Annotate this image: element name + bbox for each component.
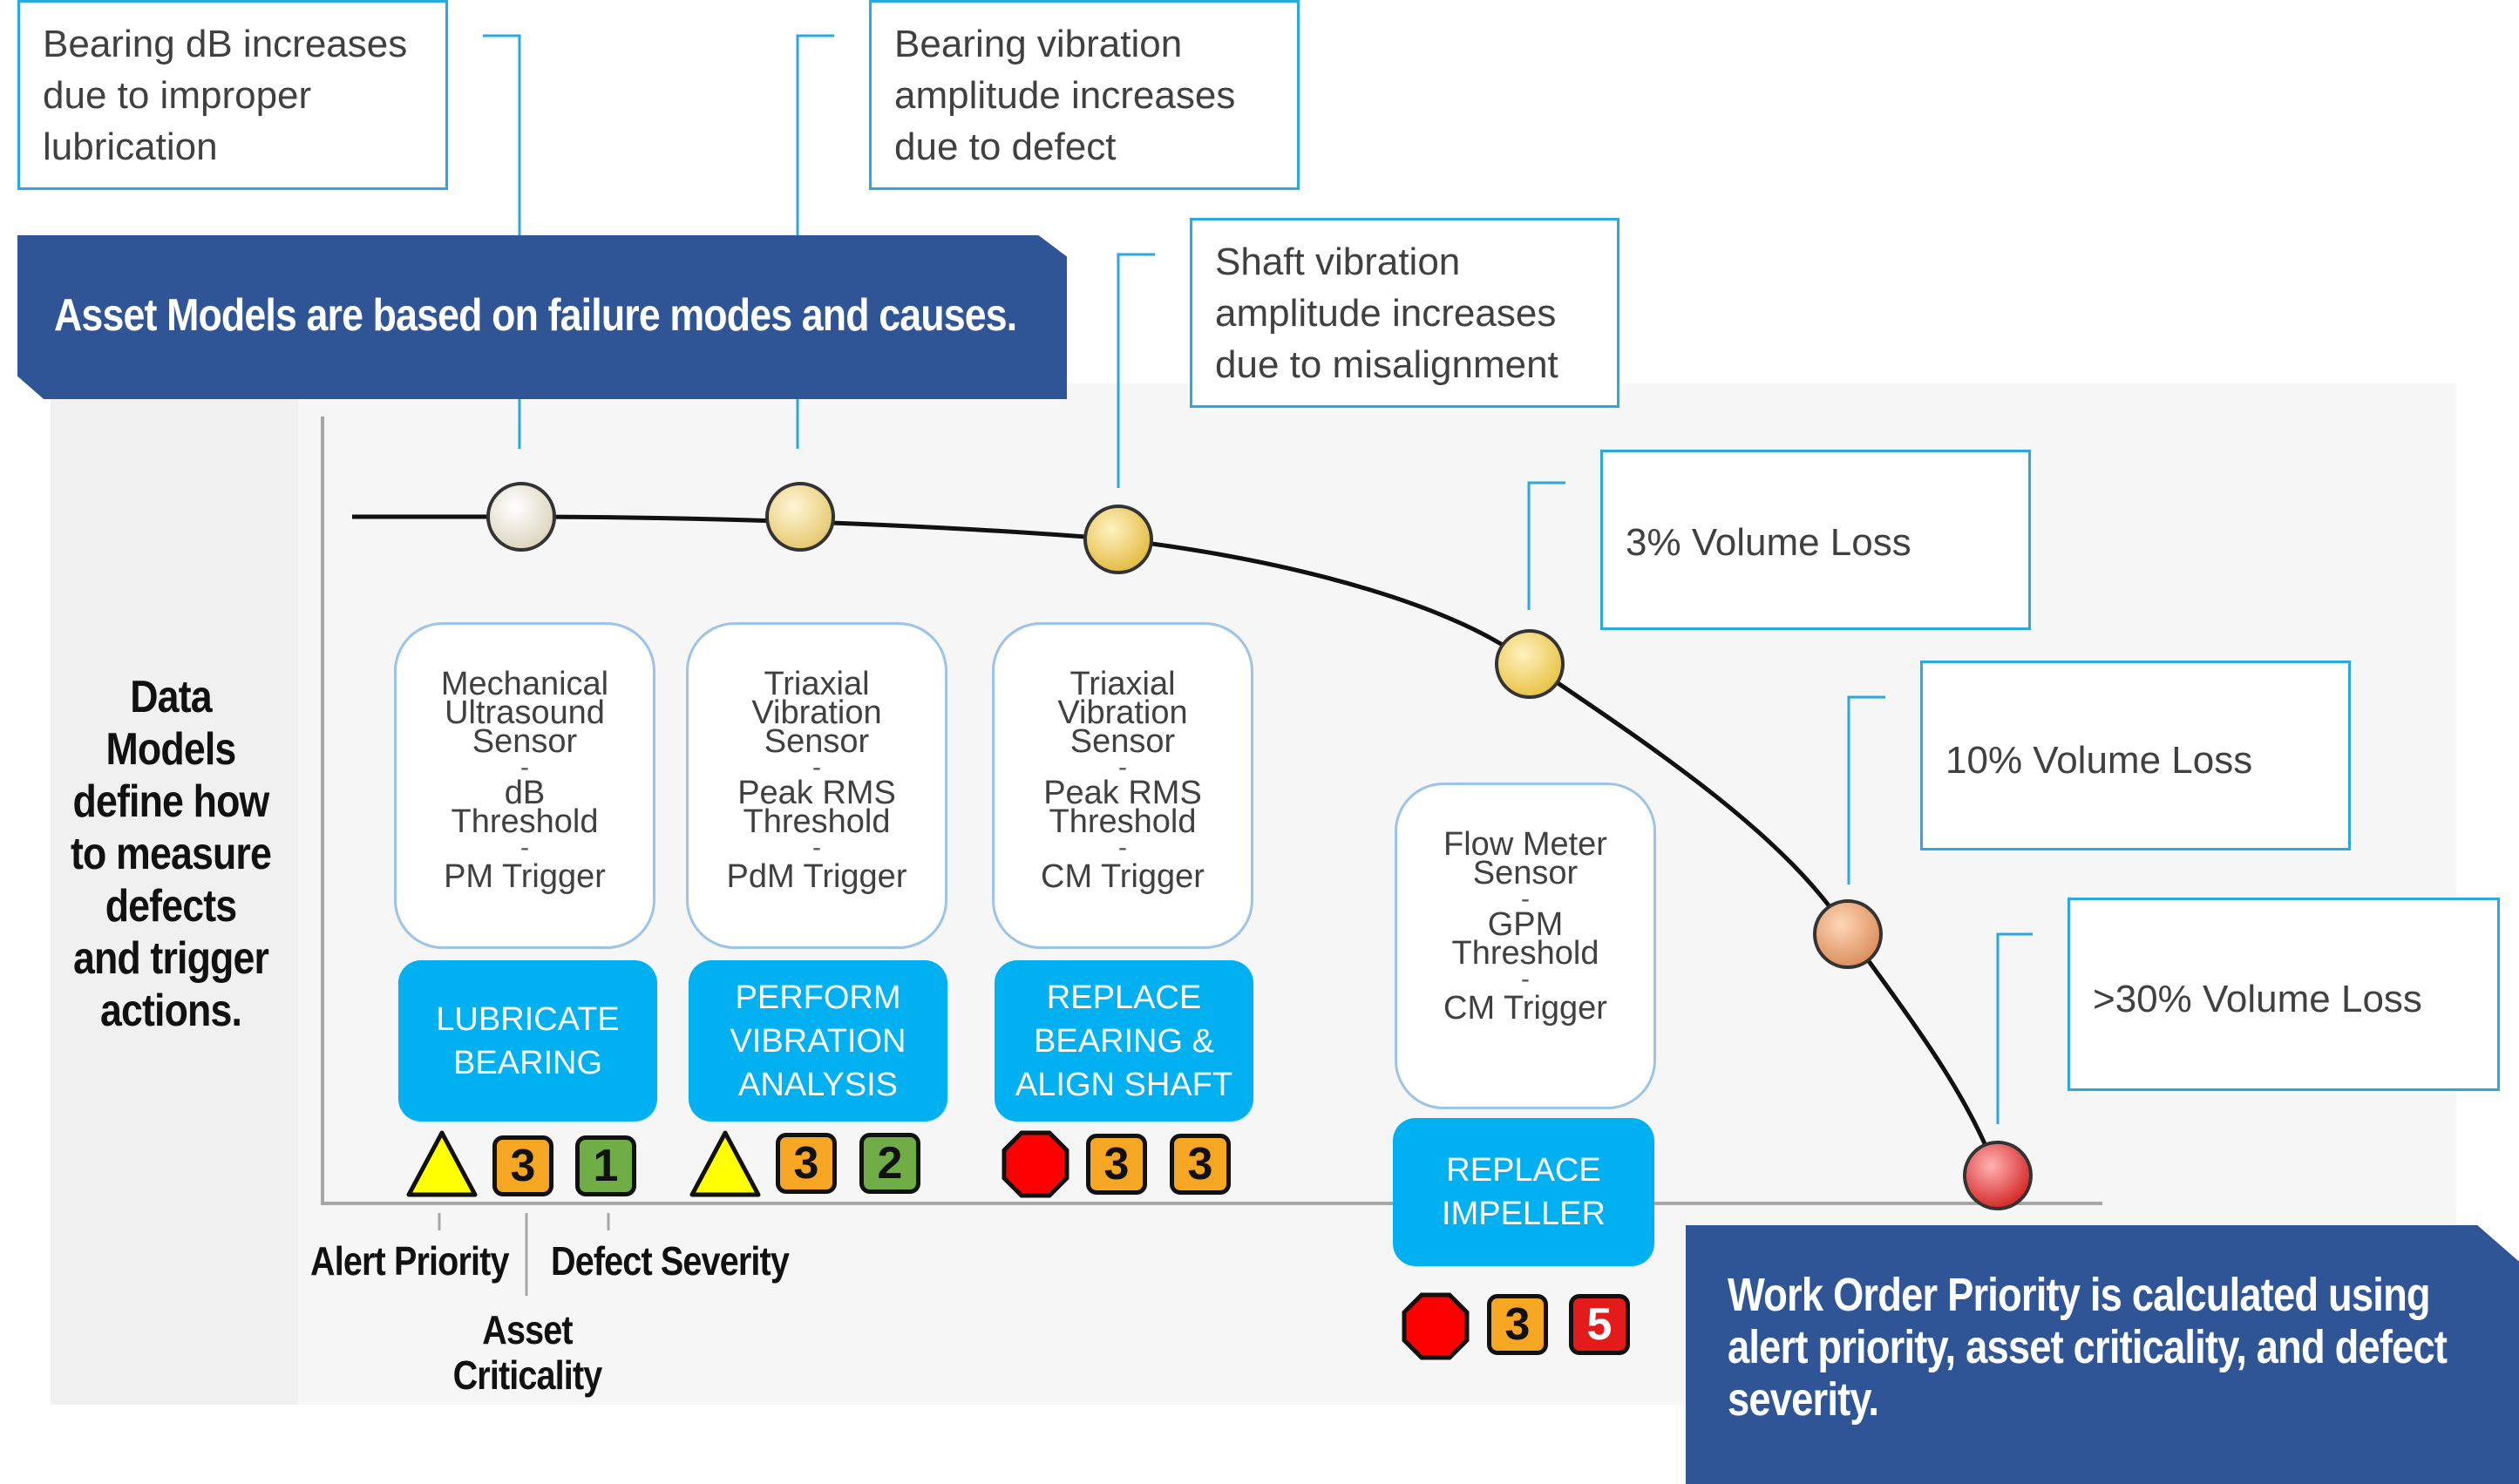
sensor-threshold: Threshold	[1049, 803, 1197, 840]
curve-point-3	[1083, 505, 1153, 574]
callout-10pct-volume-loss: 10% Volume Loss	[1920, 661, 2351, 850]
sensor-dash: -	[1521, 884, 1530, 913]
sensor-name-2: Ultrasound	[445, 695, 605, 731]
sensor-name-1: Triaxial	[1069, 666, 1176, 702]
action-line: BEARING &	[1034, 1022, 1214, 1060]
alert-priority-octagon-icon	[1001, 1130, 1069, 1198]
callout-shaft-vibration: Shaft vibration amplitude increases due …	[1190, 218, 1619, 408]
sensor-box-vibration-2: Triaxial Vibration Sensor - Peak RMS Thr…	[992, 622, 1253, 949]
sensor-threshold: Threshold	[743, 803, 891, 840]
asset-models-banner-text: Asset Models are based on failure modes …	[54, 290, 1017, 341]
sensor-trigger: PM Trigger	[444, 858, 606, 895]
asset-criticality-badge: 3	[1086, 1134, 1147, 1195]
sensor-threshold: Threshold	[1451, 935, 1599, 972]
sensor-name-2: Sensor	[1472, 855, 1579, 891]
legend-connectors	[438, 1213, 610, 1296]
action-lubricate-bearing: LUBRICATE BEARING	[398, 960, 657, 1121]
alert-priority-label-text: Alert Priority	[310, 1238, 509, 1284]
action-perform-vibration-analysis: PERFORM VIBRATION ANALYSIS	[689, 960, 947, 1121]
action-line: PERFORM	[735, 979, 901, 1016]
callout-30pct-volume-loss: >30% Volume Loss	[2067, 898, 2500, 1091]
sensor-measure: GPM	[1487, 906, 1564, 943]
action-line: VIBRATION	[730, 1022, 906, 1060]
sensor-name-3: Sensor	[472, 723, 578, 760]
action-line: ANALYSIS	[737, 1066, 899, 1103]
action-line: IMPELLER	[1442, 1196, 1606, 1232]
connector-6	[1996, 932, 2033, 1124]
action-line: REPLACE	[1046, 979, 1202, 1016]
asset-criticality-label-2: Criticality	[452, 1352, 603, 1398]
sensor-name-1: Flow Meter	[1443, 826, 1607, 863]
sensor-measure: dB	[504, 775, 546, 811]
defect-severity-badge: 5	[1569, 1294, 1630, 1355]
sensor-dash: -	[1118, 833, 1127, 862]
sensor-trigger: CM Trigger	[1443, 990, 1607, 1027]
callout-bearing-db: Bearing dB increases due to improper lub…	[17, 0, 448, 190]
asset-models-banner: Asset Models are based on failure modes …	[17, 235, 1067, 399]
connector-4	[1527, 481, 1565, 610]
curve-point-2	[765, 482, 835, 552]
curve-point-1	[486, 482, 556, 552]
alert-priority-triangle-icon	[689, 1130, 761, 1197]
connector-5	[1847, 695, 1885, 884]
defect-severity-badge: 1	[575, 1135, 636, 1196]
callout-bearing-vibration: Bearing vibration amplitude increases du…	[869, 0, 1300, 190]
sensor-measure: Peak RMS	[1043, 775, 1202, 811]
sensor-trigger: CM Trigger	[1041, 858, 1205, 895]
curve-point-5	[1813, 899, 1883, 969]
alert-priority-label: Alert Priority	[310, 1237, 541, 1284]
action-line: LUBRICATE	[436, 1000, 620, 1038]
connector-3	[1117, 253, 1155, 488]
sensor-trigger: PdM Trigger	[726, 858, 907, 895]
sensor-name-3: Sensor	[1069, 723, 1176, 760]
sensor-dash: -	[812, 753, 821, 782]
work-order-priority-text: Work Order Priority is calculated using …	[1728, 1269, 2448, 1426]
asset-criticality-label: Asset Criticality	[418, 1307, 636, 1398]
sensor-threshold: Threshold	[451, 803, 599, 840]
callout-3pct-volume-loss: 3% Volume Loss	[1600, 450, 2031, 630]
asset-criticality-label-1: Asset	[482, 1307, 573, 1352]
sensor-name-3: Sensor	[764, 723, 870, 760]
data-models-text-inner: Data Models define how to measure defect…	[70, 672, 272, 1036]
sensor-box-flow-meter: Flow Meter Sensor - GPM Threshold - CM T…	[1395, 783, 1656, 1109]
alert-priority-triangle-icon	[406, 1130, 478, 1197]
asset-criticality-badge: 3	[1487, 1294, 1548, 1355]
curve-point-6	[1963, 1141, 2033, 1210]
action-line: REPLACE	[1446, 1152, 1601, 1189]
action-line: BEARING	[452, 1044, 603, 1081]
defect-severity-label-text: Defect Severity	[551, 1238, 790, 1284]
defect-severity-label: Defect Severity	[551, 1237, 827, 1284]
curve-point-4	[1495, 629, 1565, 699]
sensor-dash: -	[1521, 965, 1530, 993]
action-replace-bearing-align-shaft: REPLACE BEARING & ALIGN SHAFT	[995, 960, 1253, 1121]
sensor-dash: -	[520, 833, 529, 862]
data-models-text: Data Models define how to measure defect…	[52, 671, 289, 1037]
sensor-measure: Peak RMS	[737, 775, 896, 811]
sensor-dash: -	[812, 833, 821, 862]
defect-severity-badge: 3	[1170, 1134, 1231, 1195]
sensor-dash: -	[520, 753, 529, 782]
action-replace-impeller: REPLACE IMPELLER	[1393, 1118, 1654, 1266]
sensor-box-vibration-1: Triaxial Vibration Sensor - Peak RMS Thr…	[686, 622, 947, 949]
sensor-box-ultrasound: Mechanical Ultrasound Sensor - dB Thresh…	[394, 622, 655, 949]
sensor-name-1: Mechanical	[440, 666, 609, 702]
sensor-name-1: Triaxial	[764, 666, 870, 702]
sensor-name-2: Vibration	[751, 695, 882, 731]
sensor-name-2: Vibration	[1057, 695, 1188, 731]
asset-criticality-badge: 3	[776, 1133, 837, 1194]
alert-priority-octagon-icon	[1402, 1292, 1470, 1360]
work-order-priority-banner: Work Order Priority is calculated using …	[1686, 1225, 2519, 1484]
sensor-dash: -	[1118, 753, 1127, 782]
defect-severity-badge: 2	[859, 1133, 920, 1194]
asset-criticality-badge: 3	[492, 1135, 553, 1196]
action-line: ALIGN SHAFT	[1015, 1066, 1233, 1103]
